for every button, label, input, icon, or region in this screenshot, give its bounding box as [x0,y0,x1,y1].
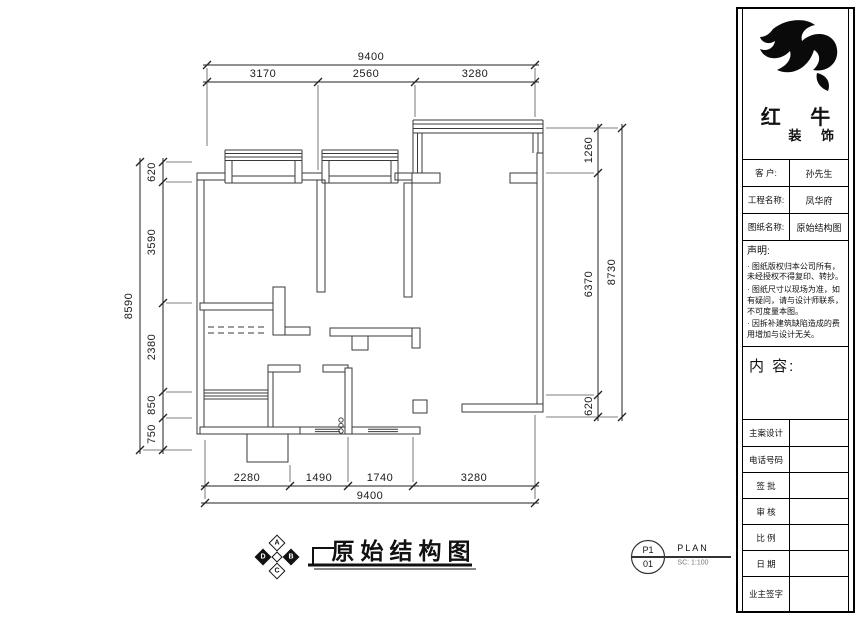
dimension-lines [139,64,623,504]
dim-bottom-seg-3: 1740 [366,472,394,484]
dim-top-seg-1: 3170 [249,68,277,80]
sign-row-value [790,420,848,446]
sign-row-label: 主案设计 [743,420,790,446]
sign-row-value [790,499,848,524]
field-client-label: 客 户: [743,160,790,186]
sign-row: 签 批 [743,473,848,499]
brand-name: 红 牛 [760,107,843,129]
dim-left-seg-5: 750 [146,424,158,444]
brand-cell: 红 牛 装 饰 [743,9,848,160]
compass-letter-b: B [288,553,294,561]
sign-row: 电话号码 [743,447,848,473]
title-block-grid: 红 牛 装 饰 客 户: 孙先生 工程名称: 凤华府 图纸名称: 原始结构图 声… [742,9,849,611]
extension-lines [143,68,618,499]
dim-bottom-total: 9400 [356,490,384,502]
wall-windows [204,389,398,433]
title-block: 红 牛 装 饰 客 户: 孙先生 工程名称: 凤华府 图纸名称: 原始结构图 声… [736,7,855,613]
sign-row-value [790,525,848,550]
sign-row: 日 期 [743,551,848,577]
bay-window-1 [224,149,303,184]
field-project: 工程名称: 凤华府 [743,187,848,214]
sign-row: 主案设计 [743,420,848,447]
field-project-value: 凤华府 [805,195,833,206]
sign-row-label: 签 批 [743,473,790,498]
dim-right-seg-1: 1260 [583,136,595,164]
pipe-symbols [338,417,344,434]
plan-title-underline [308,547,476,570]
brand-suffix: 装 饰 [788,128,842,143]
dim-bottom-seg-2: 1490 [305,472,333,484]
field-client: 客 户: 孙先生 [743,160,848,187]
declaration-item: 图纸版权归本公司所有，未经授权不得复印、转抄。 [747,262,844,284]
sign-row-value [790,551,848,576]
declaration-heading: 声明: [747,246,770,257]
dim-right-seg-3: 620 [583,396,595,416]
sign-row-label: 日 期 [743,551,790,576]
sign-row-label: 审 核 [743,499,790,524]
dimension-ticks [135,60,627,508]
dim-left-total: 8590 [123,292,135,320]
dim-left-seg-1: 620 [146,162,158,182]
field-drawing-label: 图纸名称: [743,214,790,240]
sign-row: 审 核 [743,499,848,525]
sign-row-value [790,577,848,611]
compass-icon [254,534,300,580]
dim-left-seg-3: 2380 [146,333,158,361]
sign-row-value [790,473,848,498]
declaration-cell: 声明: 图纸版权归本公司所有，未经授权不得复印、转抄。 图纸尺寸以现场为准，如有… [743,241,848,347]
content-label: 内 容: [749,358,796,375]
dim-top-seg-3: 3280 [461,68,489,80]
dim-bottom-seg-1: 2280 [233,472,261,484]
declaration-item: 图纸尺寸以现场为准，如有疑问，请与设计师联系，不可度量本图。 [747,285,844,317]
field-drawing: 图纸名称: 原始结构图 [743,214,848,241]
dim-left-seg-4: 850 [146,395,158,415]
declaration-item: 因拆补建筑缺陷造成的费用增加与设计无关。 [747,319,844,341]
dashed-beam-lines [208,326,268,334]
sign-row-label: 比 例 [743,525,790,550]
dim-right-seg-2: 6370 [583,270,595,298]
dim-left-seg-2: 3590 [146,228,158,256]
content-cell: 内 容: [743,347,848,420]
stamp-page-no: 01 [642,559,654,569]
compass-letter-a: A [274,539,280,547]
sign-row-label: 业主签字 [743,577,790,611]
stamp-sheet-no: P1 [642,545,654,555]
sign-row-value [790,447,848,472]
sign-row-label: 电话号码 [743,447,790,472]
dim-bottom-seg-4: 3280 [460,472,488,484]
stamp-scale: SC: 1:100 [677,559,709,567]
bay-window-2 [321,149,399,184]
field-client-value: 孙先生 [805,168,833,179]
stamp-label: PLAN [677,543,709,553]
dim-right-total: 8730 [606,258,618,286]
dim-top-seg-2: 2560 [352,68,380,80]
bull-logo [760,20,838,91]
compass-letter-c: C [274,567,280,575]
sign-row: 比 例 [743,525,848,551]
plan-title: 原始结构图 [331,538,477,564]
field-project-label: 工程名称: [743,187,790,213]
sheet-stamp [630,539,731,575]
walls [196,152,544,463]
dim-top-total: 9400 [357,51,385,63]
compass-letter-d: D [260,553,266,561]
balcony-window-band [412,119,544,173]
sign-row: 业主签字 [743,577,848,611]
field-drawing-value: 原始结构图 [796,222,842,233]
